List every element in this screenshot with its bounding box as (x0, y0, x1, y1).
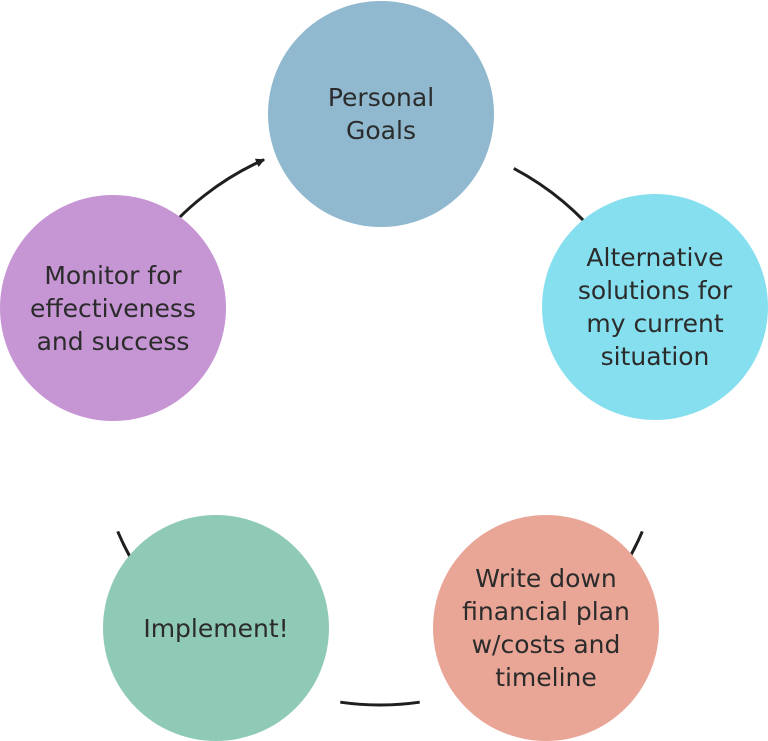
cycle-connector (340, 700, 420, 707)
node-circle-implement (103, 515, 329, 741)
node-circle-write-down-plan (433, 515, 659, 741)
node-label-personal-goals: Personal Goals (327, 83, 435, 145)
node-label-alternative-solutions: Alternative solutions for my current sit… (577, 243, 733, 371)
node-circle-monitor (0, 195, 226, 421)
node-label-monitor: Monitor for effectiveness and success (30, 260, 196, 356)
node-label-implement: Implement! (143, 613, 289, 643)
node-label-write-down-plan: Write down financial plan w/costs and ti… (462, 564, 630, 692)
node-circle-alternative-solutions (542, 194, 768, 420)
node-circle-personal-goals (268, 1, 494, 227)
